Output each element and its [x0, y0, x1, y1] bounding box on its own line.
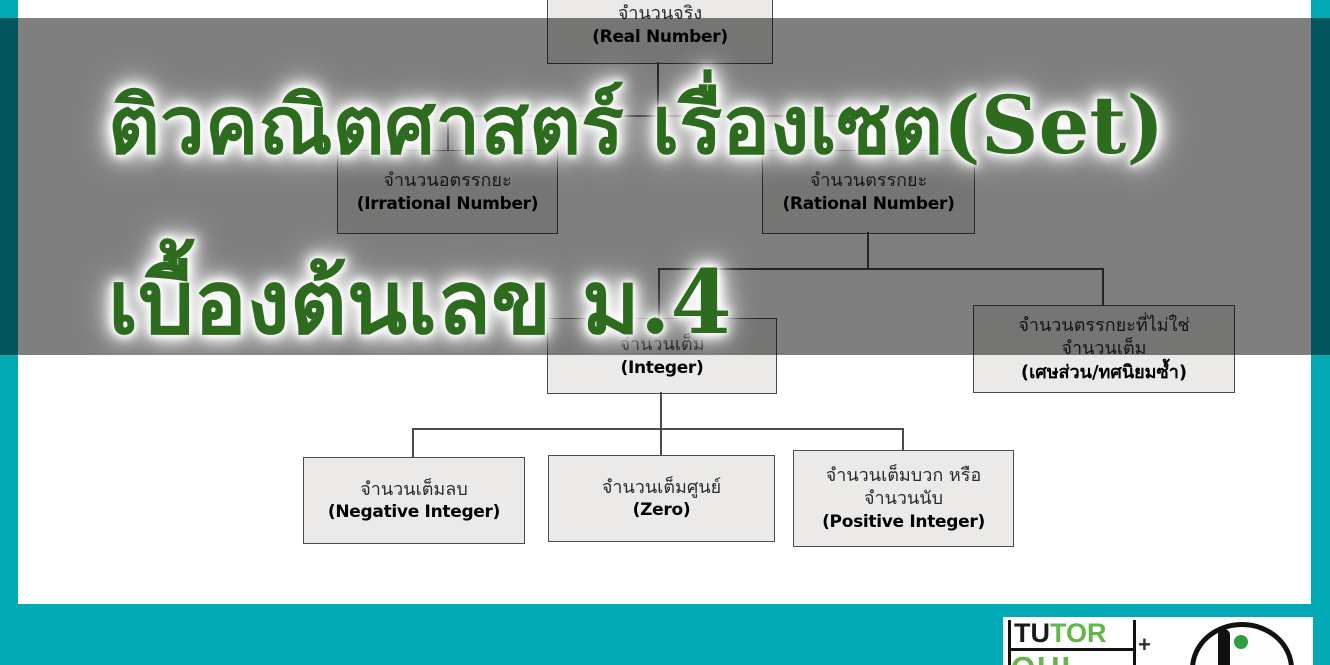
connector-line	[660, 392, 662, 428]
logo-right-bar	[1133, 620, 1136, 665]
node-negative-integer: จำนวนเต็มลบ (Negative Integer)	[303, 457, 525, 544]
node-negative-thai: จำนวนเต็มลบ	[360, 478, 468, 500]
logo-green-dot-icon	[1234, 635, 1248, 649]
main-title-line-1: ติวคณิตศาสตร์ เรื่องเซต(Set)	[108, 78, 1165, 172]
logo-divider-rule	[1011, 648, 1135, 651]
logo-word-tor: TOR	[1050, 618, 1107, 648]
main-title-line-2: เบื้องต้นเลข ม.4	[108, 250, 732, 354]
connector-line	[412, 428, 414, 457]
node-positive-thai-1: จำนวนเต็มบวก หรือ	[825, 465, 982, 487]
connector-line	[412, 428, 904, 430]
logo-left-bar	[1008, 620, 1011, 665]
node-positive-integer: จำนวนเต็มบวก หรือ จำนวนนับ (Positive Int…	[793, 450, 1014, 547]
node-integer-eng: (Integer)	[620, 357, 704, 378]
node-non-integer-eng: (เศษส่วน/ทศนิยมซ้ำ)	[1020, 361, 1188, 383]
tutor-logo: TUTOR + OUI	[1003, 617, 1313, 665]
logo-word-tu: TU	[1014, 618, 1050, 648]
node-zero-eng: (Zero)	[632, 500, 691, 521]
node-positive-thai-2: จำนวนนับ	[863, 488, 944, 510]
node-zero-thai: จำนวนเต็มศูนย์	[601, 476, 722, 498]
logo-plus-sign: +	[1138, 632, 1151, 657]
node-zero: จำนวนเต็มศูนย์ (Zero)	[548, 455, 775, 542]
connector-line	[660, 428, 662, 455]
logo-clock-hand-icon	[1218, 629, 1230, 665]
logo-word-oui: OUI	[1011, 650, 1072, 665]
logo-word-tutor: TUTOR	[1014, 618, 1107, 649]
node-negative-eng: (Negative Integer)	[327, 502, 501, 523]
connector-line	[902, 428, 904, 450]
title-backdrop-band	[0, 18, 1330, 355]
node-positive-eng: (Positive Integer)	[822, 511, 985, 532]
